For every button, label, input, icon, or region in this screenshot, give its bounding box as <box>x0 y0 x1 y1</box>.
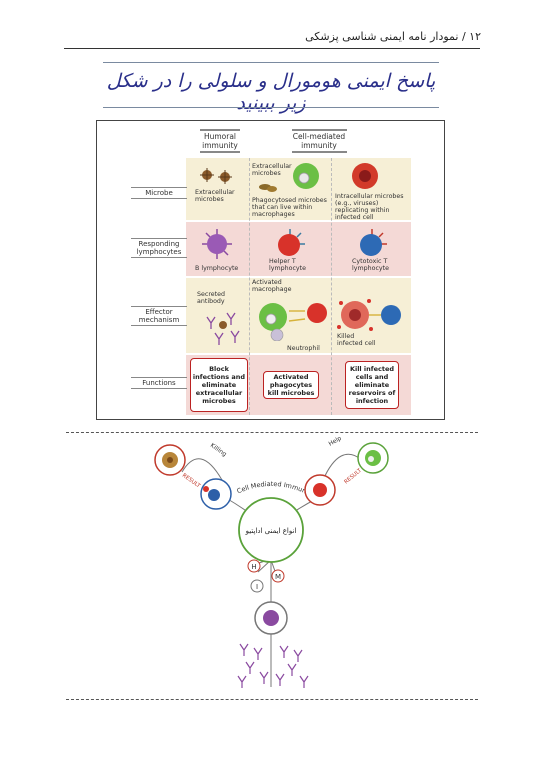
text-phagocytosed: Phagocytosed microbes that can live with… <box>252 197 327 218</box>
row-label-responding: Responding lymphocytes <box>131 238 187 258</box>
killed-cell-icon <box>337 299 401 331</box>
text-extracellular-microbes-2: Extracellular microbes <box>252 163 292 177</box>
node-h: H <box>247 559 261 573</box>
label-killing: Killing <box>209 442 228 458</box>
helper-t-icon <box>278 229 305 256</box>
function-humoral-box: Block infections and eliminate extracell… <box>190 358 248 412</box>
text-secreted-antibody: Secreted antibody <box>197 291 225 305</box>
arc-label-cell-mediated: Cell Mediated Immunity <box>236 480 316 499</box>
antibody-cluster-icon <box>237 643 309 688</box>
label-help: Help <box>328 435 344 448</box>
svg-text:M: M <box>275 573 281 581</box>
row-label-microbe: Microbe <box>131 187 187 199</box>
label-result-right: RESULT <box>343 467 363 485</box>
text-extracellular-microbes: Extracellular microbes <box>195 189 235 203</box>
text-activated-macrophage: Activated macrophage <box>252 279 292 293</box>
text-neutrophil: Neutrophil <box>287 345 320 352</box>
adaptive-immunity-diagram: Cell Mediated Immunity Killing Help RESU… <box>154 435 389 688</box>
text-intracellular: Intracellular microbes (e.g., viruses) r… <box>335 193 404 221</box>
b-lymphocyte-icon <box>202 229 232 259</box>
divider-bottom <box>66 699 478 700</box>
immunity-figure: Humoral immunity Cell-mediated immunity … <box>96 120 445 420</box>
row-label-functions: Functions <box>131 377 187 389</box>
node-macrophage <box>357 442 389 474</box>
divider-top <box>66 432 478 433</box>
node-m: M <box>271 569 285 583</box>
text-cytotoxic-t: Cytotoxic T lymphocyte <box>352 258 389 272</box>
svg-text:H: H <box>251 563 256 571</box>
title-top-rule <box>103 62 439 63</box>
page-title: پاسخ ایمنی هومورال و سلولی را در شکل زیر… <box>106 70 436 114</box>
column-head-cell-mediated: Cell-mediated immunity <box>289 129 349 153</box>
extracellular-microbe-icon <box>200 168 232 184</box>
node-killed-cell <box>154 444 186 476</box>
node-i: I <box>250 579 264 593</box>
bacteria-icon <box>259 184 277 192</box>
column-divider-2 <box>331 158 333 415</box>
function-phagocytes-box: Activated phagocytes kill microbes <box>263 371 319 399</box>
text-killed-cell: Killed infected cell <box>337 333 376 347</box>
page-header: ۱۲ / نمودار نامه ایمنی شناسی پزشکی <box>305 30 481 43</box>
row-label-effector: Effector mechanism <box>131 306 187 326</box>
cytotoxic-t-icon <box>360 229 387 256</box>
text-helper-t: Helper T lymphocyte <box>269 258 306 272</box>
node-helper-t <box>304 474 336 506</box>
header-rule <box>64 48 480 49</box>
function-kill-infected-box: Kill infected cells and eliminate reserv… <box>345 361 399 409</box>
node-b-cell <box>254 601 288 635</box>
node-cytotoxic-t <box>200 478 232 510</box>
macrophage-green-icon <box>293 163 319 189</box>
svg-text:I: I <box>256 583 258 591</box>
column-head-humoral: Humoral immunity <box>195 129 245 153</box>
node-center: انواع ایمنی اداپتیو <box>238 497 304 563</box>
title-bottom-rule <box>103 107 439 108</box>
antibody-icon <box>206 312 240 345</box>
infected-cell-icon <box>352 163 378 189</box>
label-result-left: RESULT <box>181 473 202 490</box>
text-b-lymphocyte: B lymphocyte <box>195 265 239 272</box>
column-divider-1 <box>249 158 251 415</box>
macrophage-activation-icon <box>259 303 327 341</box>
center-label: انواع ایمنی اداپتیو <box>245 527 297 535</box>
